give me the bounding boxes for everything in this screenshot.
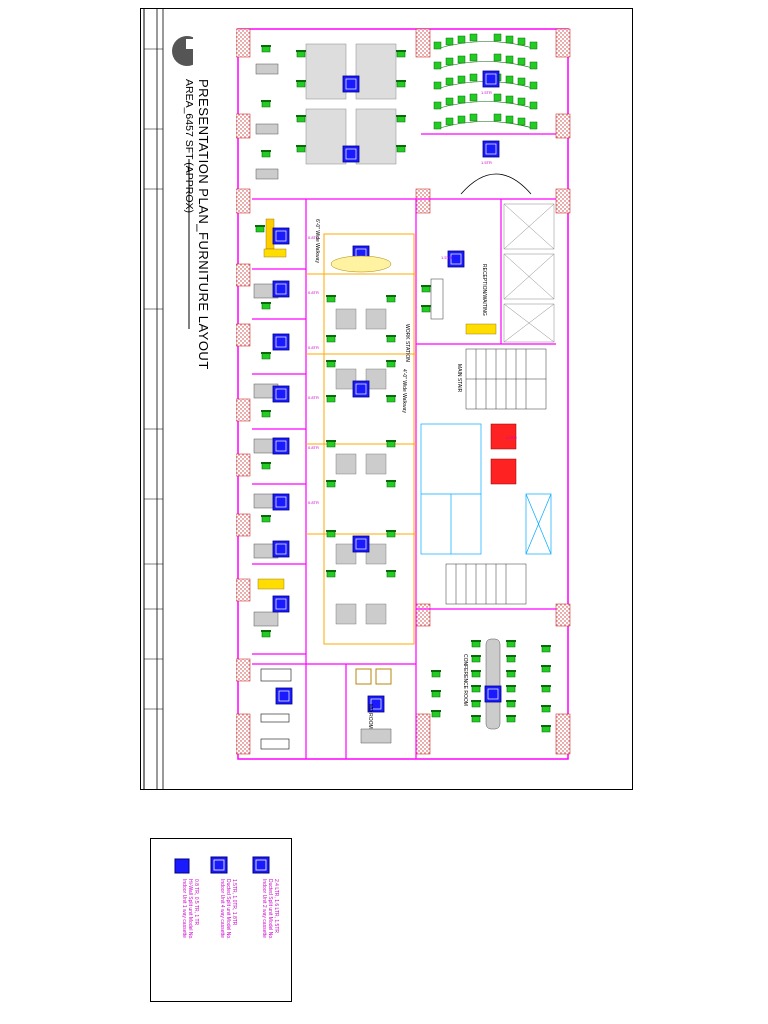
- legend-item-3: 0.8 TR, 0.5 TR, 1 TR Hi-Wall Split unit …: [181, 879, 199, 940]
- legend-item-2-line2: Ducted Split unit Model No.: [225, 879, 231, 940]
- legend-item-1-line2: Ducted Split unit Model No.: [267, 879, 273, 940]
- svg-text:0.8TR: 0.8TR: [308, 500, 319, 505]
- legend-item-3-line1: 0.8 TR, 0.5 TR, 1 TR: [193, 879, 199, 926]
- svg-text:0.8TR: 0.8TR: [308, 395, 319, 400]
- drawing-title: PRESENTATION PLAN_FURNITURE LAYOUT: [196, 79, 211, 370]
- legend-symbols: [174, 856, 270, 874]
- label-main-stair: MAIN STAIR: [456, 364, 462, 393]
- legend-item-2-line1: 1.5TR, 1.0TR, 1.8TR: [231, 879, 237, 926]
- label-work-station: WORK STATION: [404, 324, 410, 362]
- legend-item-2: 1.5TR, 1.0TR, 1.8TR Ducted Split unit Mo…: [219, 879, 237, 940]
- legend-item-3-line3: Indoor Unit 1 way cassette: [181, 879, 187, 938]
- svg-text:0.8TR: 0.8TR: [308, 235, 319, 240]
- svg-text:1.5TR: 1.5TR: [481, 90, 492, 95]
- drawing-area: AREA_6457 SFT (APPROX): [183, 79, 195, 214]
- svg-text:1.0TR: 1.0TR: [506, 435, 517, 440]
- legend-item-2-line3: Indoor Unit 4 way cassette: [219, 879, 225, 938]
- svg-text:1.5TR: 1.5TR: [441, 255, 452, 260]
- legend-item-1-line3: Indoor Unit 2 way cassette: [261, 879, 267, 938]
- svg-text:0.8TR: 0.8TR: [308, 445, 319, 450]
- label-md-room: MD ROOM: [367, 704, 373, 729]
- drawing-sheet: PRESENTATION PLAN_FURNITURE LAYOUT AREA_…: [140, 8, 633, 790]
- svg-text:0.8TR: 0.8TR: [308, 290, 319, 295]
- label-waiting: RECEPTION/WAITING: [481, 264, 487, 316]
- legend-item-1: 2.4 LTR, 1.6 LTR, 1.5TR Ducted Split uni…: [261, 879, 279, 940]
- ac-legend: 2.4 LTR, 1.6 LTR, 1.5TR Ducted Split uni…: [150, 838, 292, 1002]
- title-block: [143, 9, 193, 789]
- svg-text:1.5TR: 1.5TR: [481, 160, 492, 165]
- legend-item-3-line2: Hi-Wall Split unit Model No.: [187, 879, 193, 940]
- svg-text:0.8TR: 0.8TR: [308, 345, 319, 350]
- label-walkway-mid: 4'-0" Wide Walkway: [401, 369, 407, 413]
- label-conference: CONFERENCE ROOM: [462, 654, 468, 706]
- label-walkway-top: 6'-0" Wide Walkway: [314, 219, 320, 263]
- floor-plan: 0.8TR 0.8TR 0.8TR 0.8TR 0.8TR 0.8TR 1.5TR 1.…: [236, 28, 571, 760]
- legend-item-1-line1: 2.4 LTR, 1.6 LTR, 1.5TR: [273, 879, 279, 934]
